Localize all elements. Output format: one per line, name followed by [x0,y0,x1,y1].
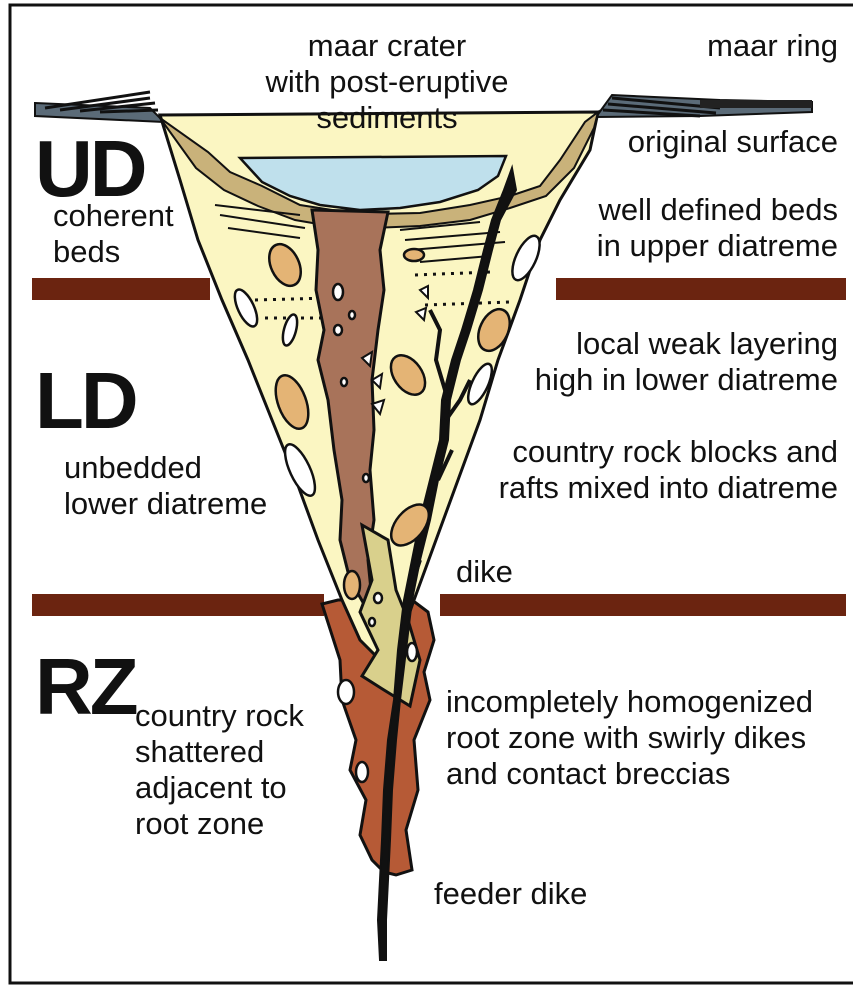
well-defined-beds-label-2: in upper diatreme [597,228,838,263]
ud-ld-boundary-right [556,278,846,300]
homogenized-label-1: incompletely homogenized [446,684,813,719]
coherent-beds-label-2: beds [53,234,120,269]
zone-ld-label: LD [35,356,136,445]
original-surface-line-right [700,100,812,108]
well-defined-beds-label-1: well defined beds [597,192,838,227]
country-rock-blocks-label-1: country rock blocks and [512,434,838,469]
unbedded-lower-label-1: unbedded [64,450,202,485]
shattered-label-3: adjacent to [135,770,287,805]
coherent-beds-label-1: coherent [53,198,174,233]
unbedded-lower-label-2: lower diatreme [64,486,267,521]
shattered-label-1: country rock [135,698,304,733]
maar-crater-label-1: maar crater [308,28,466,63]
zone-rz-label: RZ [35,642,137,731]
original-surface-label: original surface [628,124,838,159]
maar-crater-label-3: sediments [316,100,457,135]
shattered-label-4: root zone [135,806,264,841]
local-weak-layering-label-1: local weak layering [576,326,838,361]
maar-ring-label: maar ring [707,28,838,63]
shattered-label-2: shattered [135,734,264,769]
ud-ld-boundary-left [32,278,210,300]
homogenized-label-3: and contact breccias [446,756,730,791]
maar-crater-label-2: with post-eruptive [265,64,509,99]
dike-label: dike [456,554,513,589]
local-weak-layering-label-2: high in lower diatreme [535,362,838,397]
ld-rz-boundary-right [440,594,846,616]
homogenized-label-2: root zone with swirly dikes [446,720,806,755]
ld-rz-boundary-left [32,594,324,616]
feeder-dike-label: feeder dike [434,876,587,911]
country-rock-blocks-label-2: rafts mixed into diatreme [499,470,838,505]
